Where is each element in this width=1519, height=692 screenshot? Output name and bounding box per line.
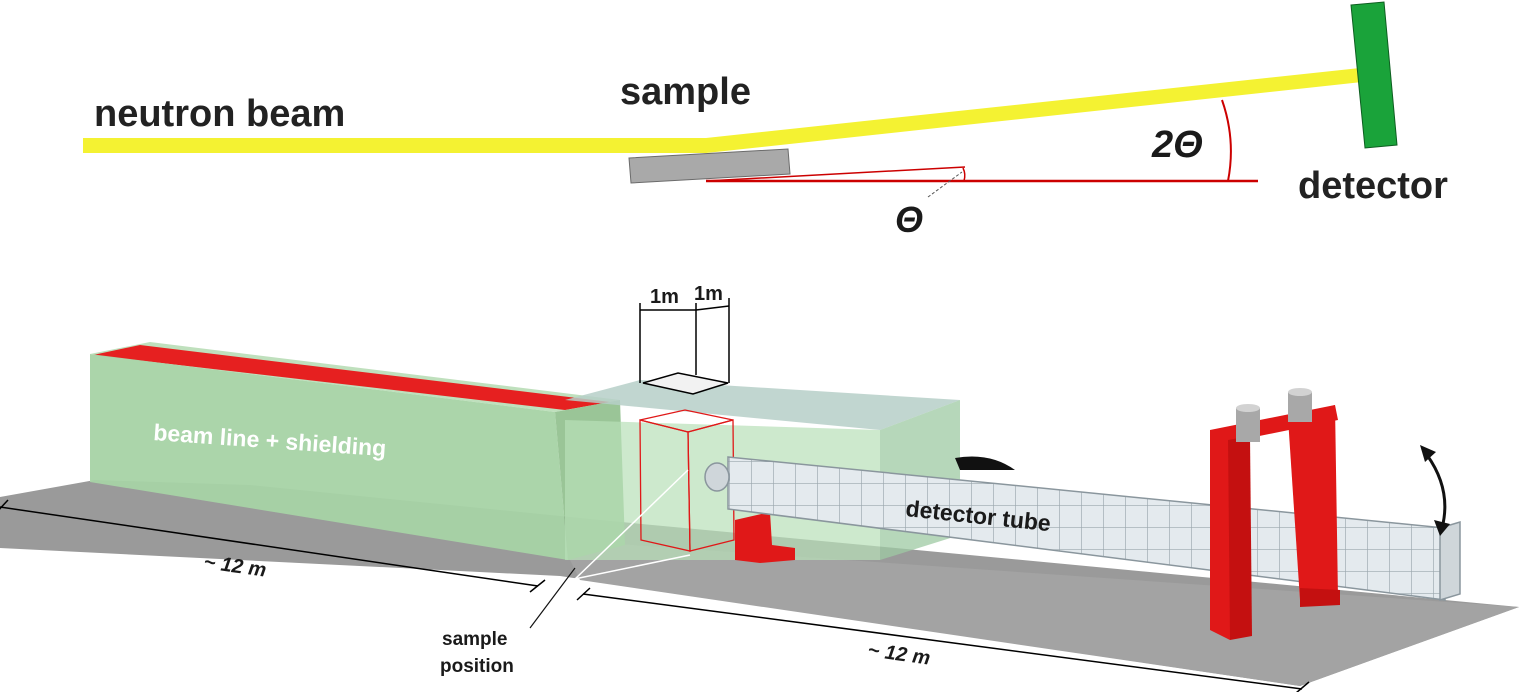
rotation-arrow-head-bottom	[1434, 520, 1450, 536]
detector-tube	[727, 456, 1446, 601]
sample-box-outline	[639, 409, 735, 552]
dimension-1m-right: 1m	[694, 283, 723, 305]
detector-tube-end-cap	[704, 462, 730, 492]
sample-position-label-line1: sample	[442, 629, 507, 650]
shielding-front-face	[90, 354, 568, 560]
beam-channel	[93, 345, 610, 410]
two-theta-label: 2Θ	[1151, 124, 1203, 166]
rotation-arrow-head-top	[1420, 445, 1436, 462]
detector-block	[1350, 1, 1398, 149]
theta-arc	[962, 167, 966, 182]
detector-tube-shadow	[955, 456, 1015, 470]
housing-top	[565, 380, 960, 430]
theta-pointer-line	[927, 171, 963, 198]
scattering-schematic: neutron beam sample detector 2Θ Θ	[83, 1, 1448, 240]
sample-position-pointers	[544, 469, 691, 609]
rotation-arrow	[1425, 454, 1447, 529]
neutron-beam-scattered	[706, 68, 1362, 153]
floor-shadow	[560, 540, 1519, 686]
detector-front-support	[735, 512, 795, 563]
length-right-label: ~ 12 m	[866, 639, 931, 670]
dimension-1m-left: 1m	[650, 286, 679, 308]
two-theta-arc	[1221, 99, 1232, 182]
neutron-beam-incoming	[83, 138, 706, 153]
detector-label: detector	[1298, 165, 1448, 207]
detector-tube-far-end	[1439, 520, 1461, 602]
instrument-layout: 1m 1m	[0, 283, 1519, 692]
neutron-beam-label: neutron beam	[94, 93, 345, 135]
sample-position-label-line2: position	[440, 656, 514, 677]
theta-label: Θ	[895, 199, 923, 240]
dimension-markers	[639, 298, 730, 383]
sample-angle-line	[705, 166, 966, 182]
sample-label: sample	[620, 71, 751, 113]
sample-position-leader	[529, 567, 576, 629]
length-dimension-lines	[0, 499, 1310, 692]
sample-plate	[628, 148, 791, 184]
detector-gantry	[1210, 388, 1340, 640]
housing-opening	[642, 372, 729, 395]
